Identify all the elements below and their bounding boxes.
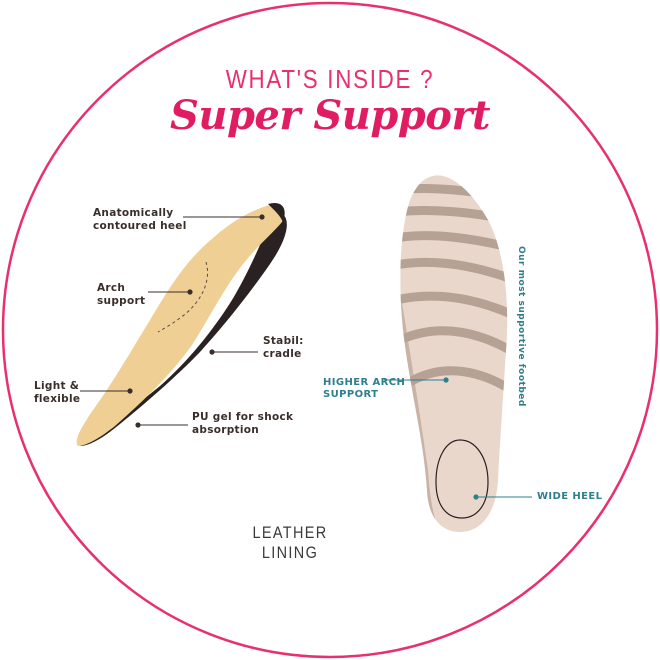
label-leather-lining: LEATHER LINING	[252, 523, 328, 562]
label-flex: Light & flexible	[34, 380, 81, 405]
heading-super-support: Super Support	[169, 92, 491, 139]
heel-cup-edge	[268, 202, 285, 222]
arch-dashed-line	[157, 261, 208, 333]
label-wide-heel: WIDE HEEL	[537, 491, 603, 502]
label-gel: PU gel for shock absorption	[192, 411, 294, 436]
heading-whats-inside: WHAT'S INSIDE ?	[225, 64, 435, 94]
footbed-shape	[400, 175, 508, 532]
label-arch: Arch support	[97, 282, 146, 307]
label-heel: Anatomically contoured heel	[93, 207, 187, 232]
label-stabil: Stabil: cradle	[263, 335, 304, 360]
label-most-supportive: Our most supportive footbed	[516, 246, 526, 407]
heel-cup-outline	[435, 439, 489, 519]
label-higher-arch: HIGHER ARCH SUPPORT	[323, 377, 406, 400]
insole-surface	[76, 204, 284, 446]
